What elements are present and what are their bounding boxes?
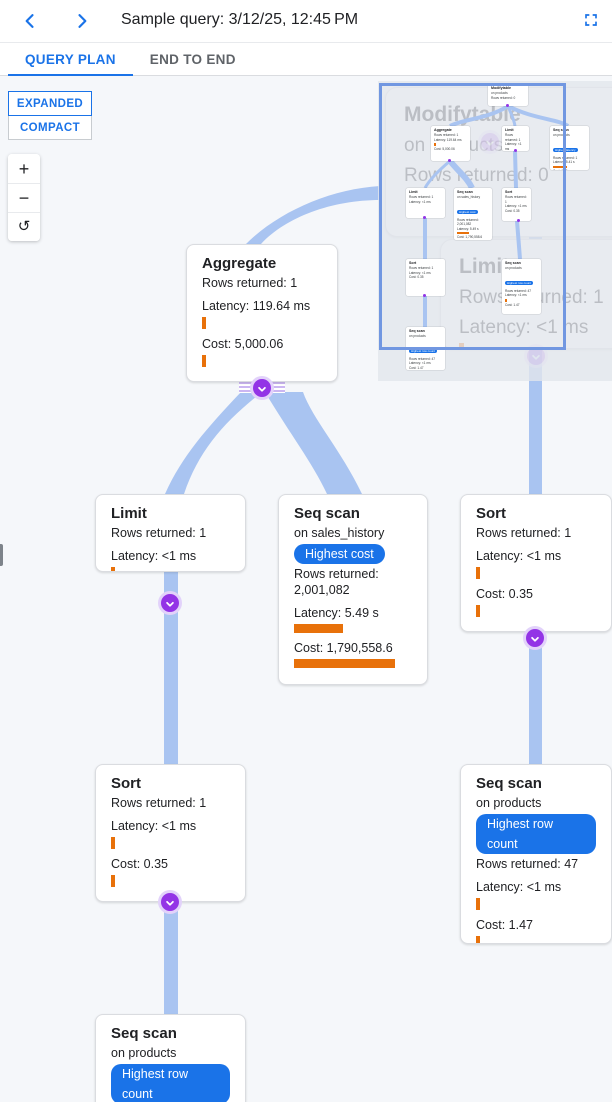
mini-node-limit-left: Limit Rows returned: 1 Latency: <1 ms (406, 188, 445, 218)
mini-node-aggregate: Aggregate Rows returned: 1 Latency: 119.… (431, 126, 470, 161)
flow-connectors (164, 186, 542, 1014)
latency-bar (111, 567, 115, 571)
node-cost: Cost: 0.35 (476, 587, 533, 601)
plan-node-sort-right[interactable]: Sort Rows returned: 1 Latency: <1 ms Cos… (460, 494, 612, 632)
cost-bar (202, 355, 206, 367)
tab-end-to-end[interactable]: END TO END (133, 43, 253, 76)
node-rows: Rows returned: 1 (111, 526, 207, 540)
highest-cost-badge: Highest cost (294, 544, 385, 564)
highest-row-count-badge: Highest row count (409, 348, 438, 354)
collapse-limit-left-button[interactable] (161, 594, 179, 612)
mini-node-limit-top: Limit Rows returned: 1 Latency: <1 ms (502, 126, 529, 151)
chevron-right-icon (78, 14, 87, 28)
tab-query-plan[interactable]: QUERY PLAN (8, 43, 133, 77)
node-cost: Cost: 5,000.06 (202, 337, 284, 351)
chevron-down-icon (166, 601, 174, 607)
plan-node-limit-left[interactable]: Limit Rows returned: 1 Latency: <1 ms (95, 494, 246, 572)
mini-node-seq-scan-products-right: Seq scan on products Highest row count R… (502, 259, 541, 314)
cost-bar (476, 936, 480, 943)
node-title: Seq scan (111, 1025, 177, 1042)
plan-node-aggregate[interactable]: Aggregate Rows returned: 1 Latency: 119.… (186, 244, 338, 382)
highest-row-count-badge: Highest row count (476, 814, 596, 854)
minimap[interactable]: Modifytable on products Rows returned: 0… (378, 81, 612, 381)
mini-node-modifytable: Modifytable on products Rows returned: 0 (488, 84, 528, 106)
node-rows: Rows returned: 1 (476, 526, 572, 540)
node-title: Limit (111, 505, 147, 522)
node-latency: Latency: <1 ms (476, 549, 562, 563)
latency-bar (294, 624, 343, 633)
next-query-button[interactable] (69, 8, 95, 34)
query-plan-canvas[interactable]: Modifytable on products Rows returned: 0… (0, 76, 612, 1102)
chevron-down-icon (166, 900, 174, 906)
chevron-down-icon (531, 636, 539, 642)
collapse-sort-right-button[interactable] (526, 629, 544, 647)
latency-bar (111, 837, 115, 849)
cost-bar (294, 659, 395, 668)
mini-node-sort-left: Sort Rows returned: 1 Latency: <1 ms Cos… (406, 259, 445, 296)
mini-collapse-dot (423, 294, 426, 297)
plan-node-seq-scan-products-right[interactable]: Seq scan on products Highest row count R… (460, 764, 612, 944)
minimap-viewport[interactable] (379, 83, 566, 350)
zoom-out-button[interactable]: − (8, 183, 40, 212)
node-cost: Cost: 1.47 (476, 918, 533, 932)
plan-node-seq-scan-sales-history[interactable]: Seq scan on sales_history Highest cost R… (278, 494, 428, 685)
highest-row-count-badge: Highest row count (111, 1064, 230, 1102)
latency-bar (202, 317, 206, 329)
node-latency: Latency: <1 ms (111, 549, 197, 563)
tab-bar: QUERY PLAN END TO END (0, 43, 612, 77)
node-rows: Rows returned: 1 (111, 796, 207, 810)
node-title: Sort (476, 505, 506, 522)
node-latency: Latency: <1 ms (111, 819, 197, 833)
zoom-controls: + − ↺ (8, 154, 40, 241)
collapse-sort-left-button[interactable] (161, 893, 179, 911)
node-rows: Rows returned: 1 (202, 276, 298, 290)
cost-bar (476, 605, 480, 617)
node-table: on products (111, 1046, 177, 1060)
mini-collapse-dot (517, 219, 520, 222)
node-table: on sales_history (294, 526, 385, 540)
zoom-in-button[interactable]: + (8, 154, 40, 183)
panel-resize-handle[interactable] (0, 544, 3, 566)
mini-node-sort-right: Sort Rows returned: 1 Latency: <1 ms Cos… (502, 188, 531, 221)
chevron-left-icon (25, 14, 34, 28)
mini-node-seq-scan-sales-history: Seq scan on sales_history Highest cost R… (454, 188, 492, 240)
compact-button[interactable]: COMPACT (8, 115, 92, 140)
highest-row-count-badge: Highest row count (505, 280, 534, 286)
fullscreen-icon (585, 13, 597, 26)
node-cost: Cost: 0.35 (111, 857, 168, 871)
node-title: Seq scan (476, 775, 542, 792)
plan-node-sort-left[interactable]: Sort Rows returned: 1 Latency: <1 ms Cos… (95, 764, 246, 902)
header: Sample query: 3/12/25, 12:45 PM (0, 0, 612, 43)
mini-collapse-dot (506, 104, 509, 107)
mini-collapse-dot (448, 159, 451, 162)
reset-zoom-button[interactable]: ↺ (8, 212, 40, 241)
node-latency: Latency: <1 ms (476, 880, 562, 894)
chevron-down-icon (258, 386, 266, 392)
cost-bar (111, 875, 115, 887)
fullscreen-button[interactable] (578, 8, 604, 34)
node-table: on products (476, 796, 542, 810)
mini-collapse-dot (514, 149, 517, 152)
highest-cost-badge: Highest cost (457, 209, 478, 215)
view-toggle-group: EXPANDED COMPACT (8, 91, 92, 140)
previous-query-button[interactable] (17, 8, 43, 34)
node-rows: Rows returned: 47 (476, 857, 579, 871)
node-latency: Latency: 5.49 s (294, 606, 379, 620)
collapse-aggregate-button[interactable] (253, 379, 271, 397)
latency-bar (476, 567, 480, 579)
node-rows: Rows returned: 2,001,082 (294, 567, 379, 597)
node-title: Sort (111, 775, 141, 792)
page-title: Sample query: 3/12/25, 12:45 PM (121, 11, 359, 28)
node-latency: Latency: 119.64 ms (202, 299, 311, 313)
node-title: Seq scan (294, 505, 360, 522)
plan-node-seq-scan-products-bottom[interactable]: Seq scan on products Highest row count R… (95, 1014, 246, 1102)
node-cost: Cost: 1,790,558.6 (294, 641, 393, 655)
node-title: Aggregate (202, 255, 277, 272)
mini-collapse-dot (423, 216, 426, 219)
expanded-button[interactable]: EXPANDED (8, 91, 92, 116)
latency-bar (476, 898, 480, 910)
